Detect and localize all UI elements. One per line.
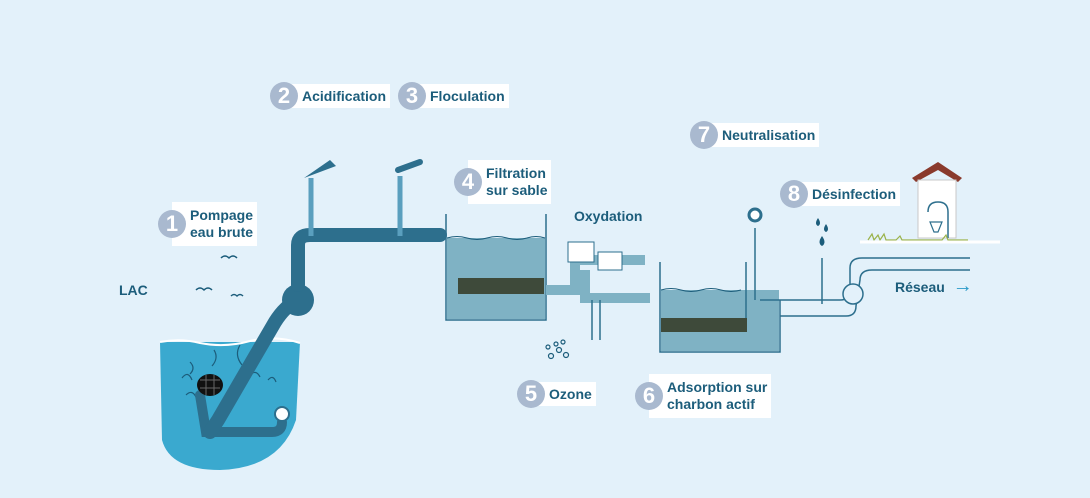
house-icon <box>917 179 957 239</box>
adsorption-surface <box>660 288 742 292</box>
label-ozone: 5 Ozone <box>517 380 596 408</box>
label-reseau: Réseau → <box>895 275 973 298</box>
pump-icon <box>282 284 314 316</box>
label-lac: LAC <box>119 282 148 298</box>
bird-icon <box>195 287 213 292</box>
label-neutralisation: 7 Neutralisation <box>690 121 820 149</box>
drop-icon <box>816 218 828 246</box>
step-badge: 5 <box>517 380 545 408</box>
carbon-layer <box>661 318 747 332</box>
label-pompage-line1: Pompage <box>190 207 254 223</box>
step-badge: 3 <box>398 82 426 110</box>
strainer-icon <box>197 374 223 396</box>
grass <box>867 232 968 242</box>
tap-icon <box>927 201 949 238</box>
water-swirl <box>181 371 277 398</box>
glass-icon <box>929 221 943 233</box>
oxydation-pipe <box>580 270 650 303</box>
label-floculation: 3 Floculation <box>398 82 509 110</box>
label-floculation-text: Floculation <box>430 87 505 104</box>
lake-surface-line <box>159 337 301 347</box>
main-pipe <box>291 228 447 292</box>
step-badge: 6 <box>635 382 663 410</box>
filtration-tank-outline <box>445 214 547 321</box>
label-adsorption: 6 Adsorption sur charbon actif <box>635 374 772 418</box>
arrow-right-icon: → <box>952 275 973 297</box>
sand-layer <box>458 278 544 294</box>
step-badge: 4 <box>454 168 482 196</box>
filtration-surface <box>446 236 546 240</box>
label-adsorption-line2: charbon actif <box>667 396 755 412</box>
step-badge: 8 <box>780 180 808 208</box>
tap-icon <box>395 159 423 173</box>
label-adsorption-line1: Adsorption sur <box>667 379 768 395</box>
oxydation-box <box>597 251 623 271</box>
neutralisation-valve-icon <box>747 207 763 223</box>
label-oxydation: Oxydation <box>574 208 643 224</box>
oxydation-pipe <box>546 255 645 295</box>
label-desinfection: 8 Désinfection <box>780 180 901 208</box>
house-icon <box>912 162 962 182</box>
water-weeds <box>189 344 243 375</box>
bird-icon <box>220 255 238 260</box>
meter-icon <box>274 406 290 422</box>
adsorption-tank-outline <box>659 262 781 353</box>
intake-pipe <box>195 390 287 437</box>
strainer-icon <box>200 375 220 395</box>
label-desinfection-text: Désinfection <box>812 185 897 202</box>
label-acidification-text: Acidification <box>302 87 387 104</box>
ozone-bubbles-icon <box>545 339 570 360</box>
label-filtration-line1: Filtration <box>486 165 546 181</box>
label-ozone-text: Ozone <box>549 385 592 402</box>
label-pompage-line2: eau brute <box>190 224 254 240</box>
oxydation-box <box>567 241 595 263</box>
step-badge: 1 <box>158 210 186 238</box>
label-reseau-text: Réseau <box>895 279 945 295</box>
label-acidification: 2 Acidification <box>270 82 391 110</box>
funnel-icon <box>304 160 336 178</box>
step-badge: 7 <box>690 121 718 149</box>
step-badge: 2 <box>270 82 298 110</box>
label-filtration: 4 Filtration sur sable <box>454 160 552 204</box>
label-filtration-line2: sur sable <box>486 182 548 198</box>
bird-icon <box>230 293 244 298</box>
label-neutralisation-text: Neutralisation <box>722 126 816 143</box>
output-valve-icon <box>842 283 864 305</box>
label-pompage: 1 Pompage eau brute <box>158 202 258 246</box>
